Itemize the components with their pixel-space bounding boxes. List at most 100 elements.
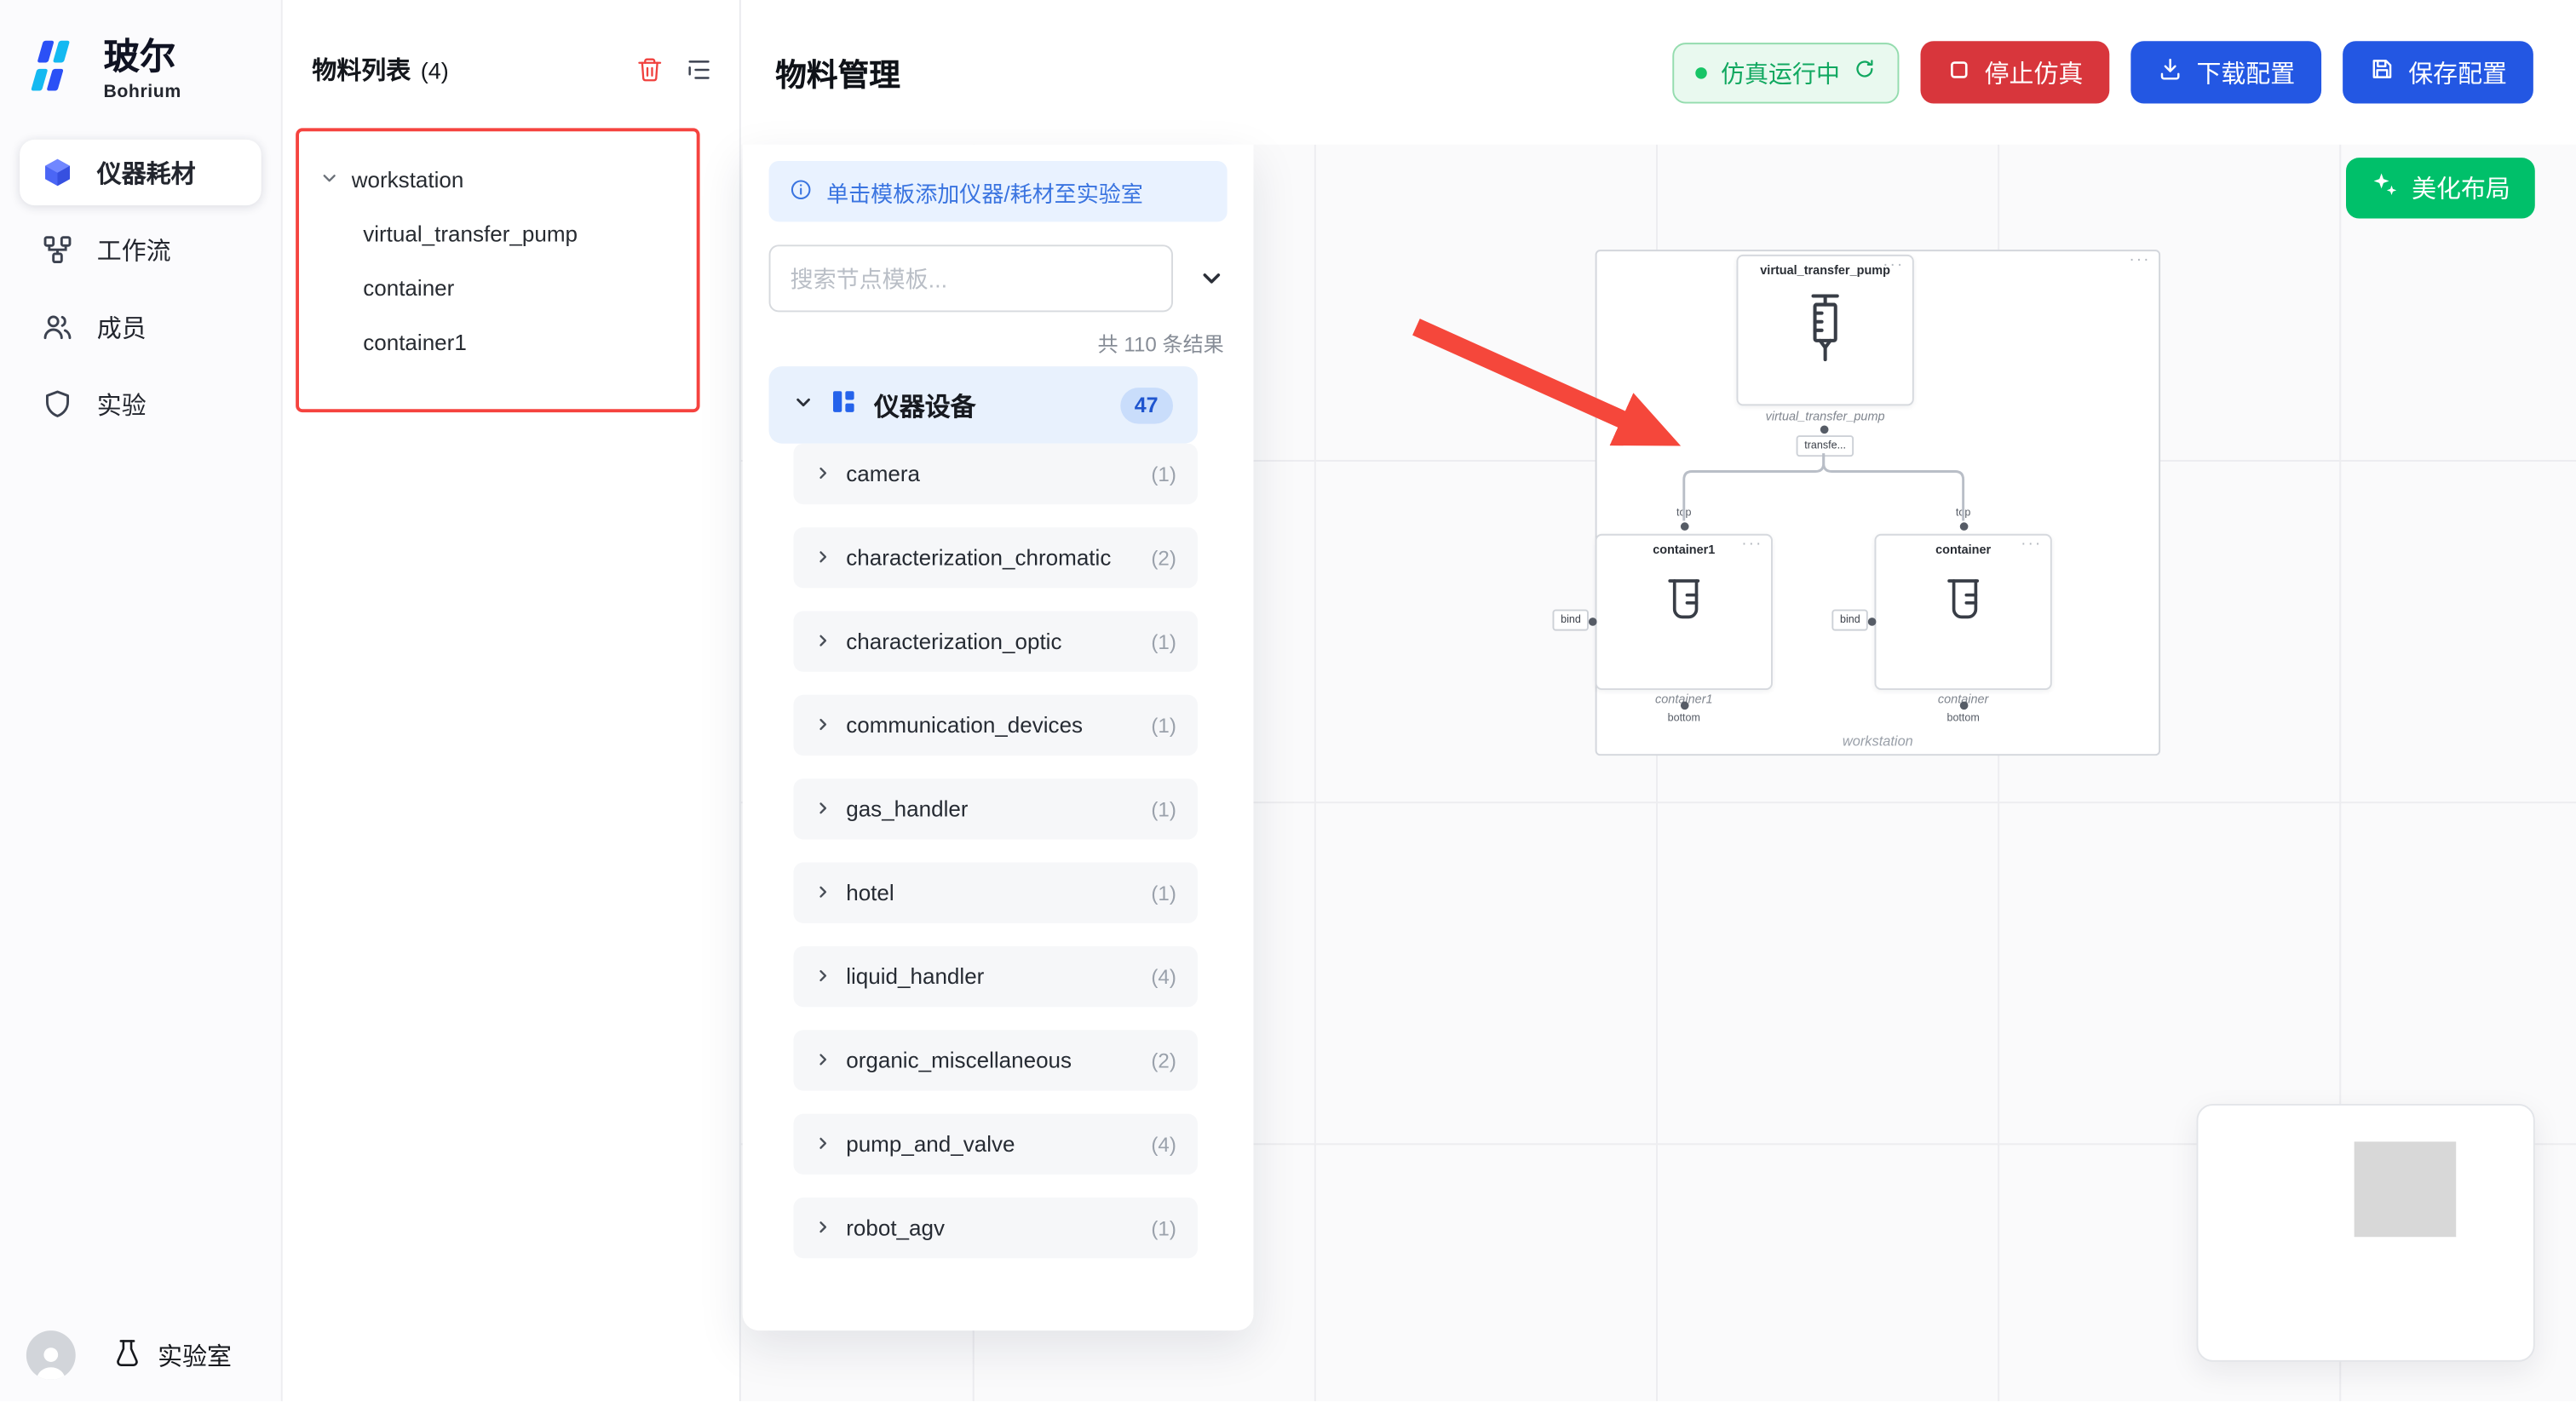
node-title: virtual_transfer_pump: [1760, 262, 1891, 278]
sparkles-icon: [2371, 171, 2399, 206]
save-config-label: 保存配置: [2408, 60, 2507, 89]
syringe-icon: [1738, 289, 1912, 365]
template-item-communication-devices[interactable]: communication_devices (1): [793, 694, 1198, 756]
tree-node-label: container1: [363, 330, 467, 355]
node-menu-icon[interactable]: ···: [2021, 535, 2043, 554]
port-label-bottom: bottom: [1667, 712, 1700, 725]
chevron-right-icon: [815, 962, 831, 991]
tree-node-child[interactable]: container: [299, 261, 697, 316]
save-icon: [2369, 56, 2395, 89]
tree-node-child[interactable]: container1: [299, 315, 697, 370]
sidebar-item-label: 成员: [96, 314, 147, 343]
beautify-layout-label: 美化布局: [2412, 175, 2510, 204]
tree-node-child[interactable]: virtual_transfer_pump: [299, 207, 697, 261]
template-item-characterization-chromatic[interactable]: characterization_chromatic (2): [793, 527, 1198, 589]
users-icon: [39, 309, 75, 345]
tree-node-label: virtual_transfer_pump: [363, 221, 578, 247]
template-info-text: 单击模板添加仪器/耗材至实验室: [826, 181, 1143, 207]
materials-title: 物料列表: [312, 57, 411, 86]
node-caption: container1: [1655, 691, 1713, 707]
port-dot[interactable]: [1679, 522, 1688, 531]
bohrium-logo-icon: [23, 33, 89, 107]
category-instruments[interactable]: 仪器设备 47: [768, 366, 1198, 444]
sidebar-item-instruments[interactable]: 仪器耗材: [20, 139, 262, 206]
materials-tree-selection: workstation virtual_transfer_pump contai…: [296, 128, 700, 413]
template-info-banner[interactable]: 单击模板添加仪器/耗材至实验室: [768, 160, 1228, 222]
port-dot[interactable]: [1679, 701, 1688, 710]
node-virtual-transfer-pump[interactable]: virtual_transfer_pump ···: [1736, 254, 1914, 406]
port-dot[interactable]: [1958, 522, 1968, 531]
beautify-layout-button[interactable]: 美化布局: [2345, 158, 2535, 219]
main-header: 物料管理 仿真运行中: [740, 0, 2576, 145]
save-config-button[interactable]: 保存配置: [2343, 41, 2533, 104]
node-title: container: [1935, 542, 1992, 557]
node-container1[interactable]: container1 ···: [1595, 533, 1773, 690]
bind-chip[interactable]: bind: [1552, 609, 1590, 631]
download-config-label: 下载配置: [2196, 60, 2296, 89]
port-dot[interactable]: [1867, 618, 1877, 626]
main-area: 物料管理 仿真运行中: [740, 0, 2576, 1402]
chevron-down-icon[interactable]: [1196, 263, 1228, 295]
port-chip[interactable]: transfe...: [1796, 435, 1854, 457]
bind-chip[interactable]: bind: [1831, 609, 1869, 631]
node-menu-icon[interactable]: ···: [1741, 535, 1763, 554]
template-panel: 单击模板添加仪器/耗材至实验室 共 110 条结果: [742, 144, 1254, 1331]
download-config-button[interactable]: 下载配置: [2130, 41, 2322, 104]
refresh-icon[interactable]: [1853, 57, 1876, 87]
minimap[interactable]: [2196, 1103, 2535, 1362]
chevron-right-icon: [815, 1046, 831, 1076]
tree-view-icon[interactable]: [685, 56, 713, 84]
sidebar-footer: 实验室: [0, 1330, 281, 1380]
template-item-camera[interactable]: camera (1): [793, 443, 1198, 505]
node-menu-icon[interactable]: ···: [1883, 256, 1905, 275]
template-item-pump-and-valve[interactable]: pump_and_valve (4): [793, 1113, 1198, 1175]
page-title: 物料管理: [775, 58, 900, 93]
port-label-bottom: bottom: [1946, 712, 1980, 725]
info-icon: [789, 176, 814, 206]
stop-simulation-label: 停止仿真: [1984, 60, 2084, 89]
materials-count: (4): [420, 56, 449, 83]
port-dot[interactable]: [1820, 425, 1829, 434]
chevron-right-icon: [815, 710, 831, 740]
category-count-badge: 47: [1119, 387, 1173, 423]
minimap-viewport: [2354, 1141, 2457, 1238]
lab-switcher[interactable]: 实验室: [112, 1336, 232, 1374]
tree-node-workstation[interactable]: workstation: [299, 152, 697, 207]
delete-material-button[interactable]: [635, 56, 664, 84]
brand-name: 玻尔: [103, 37, 176, 78]
cube-icon: [39, 154, 75, 190]
sidebar-menu: 仪器耗材 工作流: [0, 133, 281, 455]
template-item-liquid-handler[interactable]: liquid_handler (4): [793, 945, 1198, 1008]
materials-panel: 物料列表 (4): [282, 0, 741, 1402]
node-container[interactable]: container ···: [1874, 533, 2052, 690]
node-title: container1: [1653, 542, 1716, 557]
port-dot[interactable]: [1588, 618, 1597, 626]
download-icon: [2157, 56, 2183, 89]
port-dot[interactable]: [1958, 701, 1968, 710]
brand: 玻尔 Bohrium: [0, 0, 281, 133]
chevron-right-icon: [815, 627, 831, 657]
node-caption: virtual_transfer_pump: [1765, 409, 1885, 424]
simulation-status-badge[interactable]: 仿真运行中: [1673, 42, 1900, 103]
avatar[interactable]: [26, 1330, 76, 1380]
chevron-right-icon: [815, 1129, 831, 1159]
template-item-gas-handler[interactable]: gas_handler (1): [793, 779, 1198, 840]
port-label-top: top: [1955, 507, 1971, 520]
template-item-organic-miscellaneous[interactable]: organic_miscellaneous (2): [793, 1030, 1198, 1091]
chevron-down-icon: [320, 168, 338, 192]
node-menu-icon[interactable]: ···: [2129, 251, 2151, 270]
sidebar-item-members[interactable]: 成员: [20, 294, 261, 359]
template-item-robot-agv[interactable]: robot_agv (1): [793, 1197, 1198, 1259]
sidebar-item-workflow[interactable]: 工作流: [20, 217, 261, 283]
lab-switcher-label: 实验室: [158, 1342, 232, 1371]
template-search-input[interactable]: [768, 244, 1173, 313]
sidebar-item-label: 仪器耗材: [96, 160, 196, 188]
sidebar-item-experiments[interactable]: 实验: [20, 371, 261, 437]
stop-simulation-button[interactable]: 停止仿真: [1920, 41, 2110, 104]
tree-node-label: workstation: [351, 167, 464, 192]
template-item-hotel[interactable]: hotel (1): [793, 862, 1198, 923]
template-item-characterization-optic[interactable]: characterization_optic (1): [793, 611, 1198, 672]
workstation-group-label: workstation: [1842, 733, 1913, 750]
tree-node-label: container: [363, 275, 455, 301]
